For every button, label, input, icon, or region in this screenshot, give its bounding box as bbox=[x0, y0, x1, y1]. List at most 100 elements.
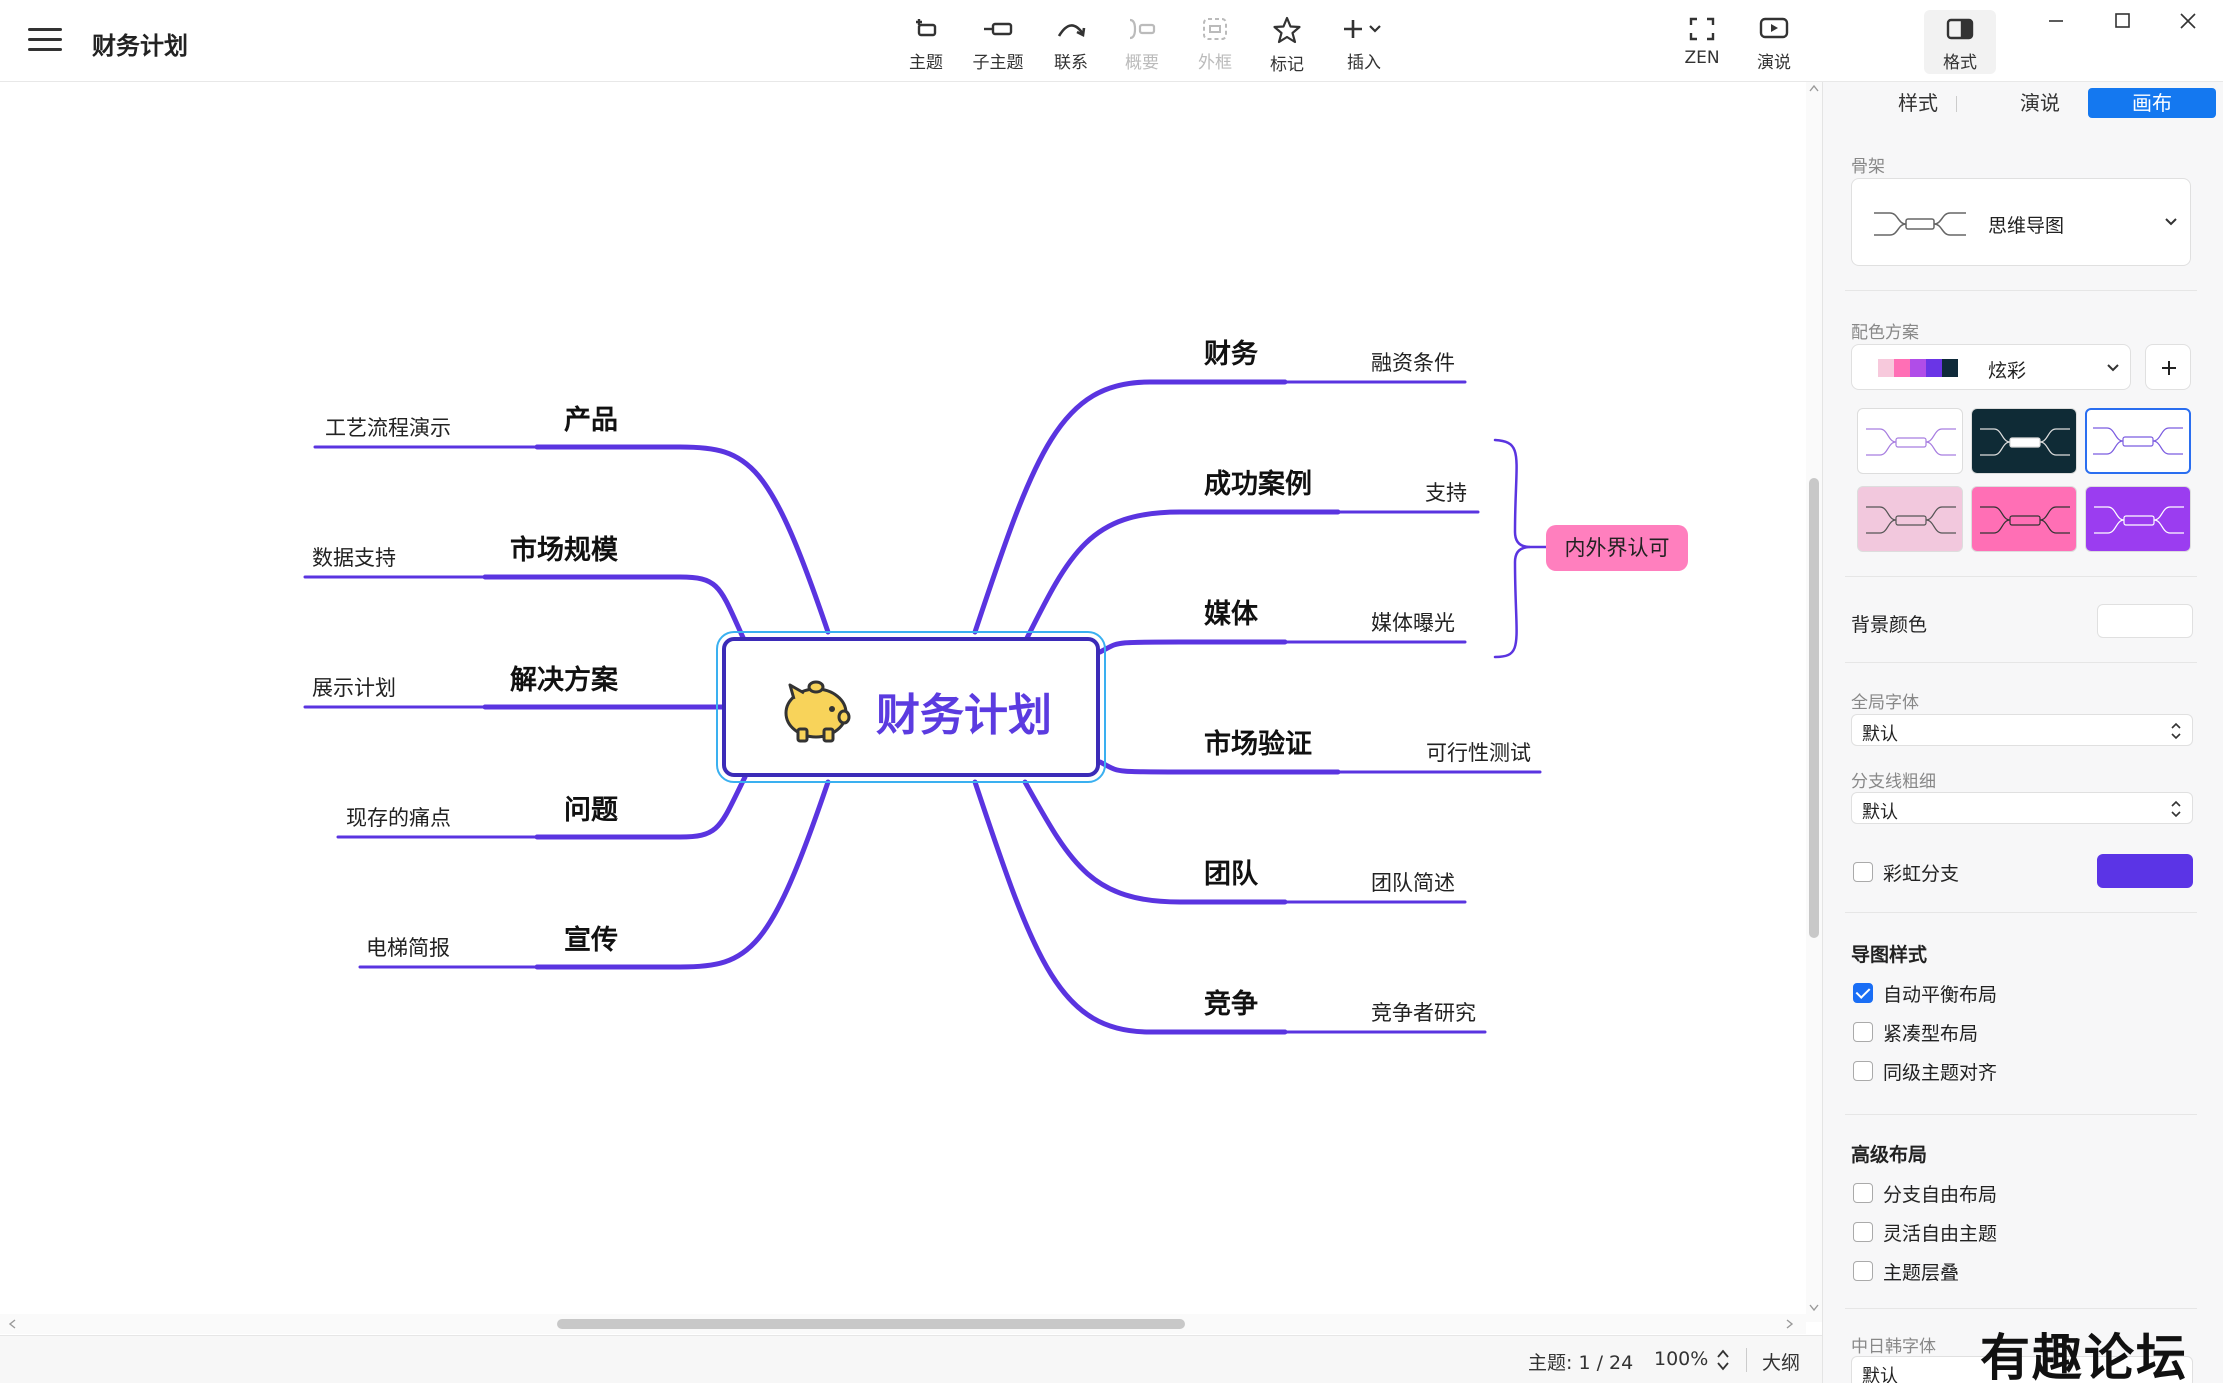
panel-toggle-icon bbox=[1946, 18, 1974, 40]
vertical-scroll-thumb[interactable] bbox=[1809, 478, 1819, 938]
topic-count: 主题: 1 / 24 bbox=[1528, 1352, 1634, 1374]
map-style-checkbox-2[interactable] bbox=[1853, 1061, 1873, 1081]
topic-shichang-guimo[interactable]: 市场规模 bbox=[510, 535, 618, 566]
color-scheme-selector[interactable]: 炫彩 bbox=[1851, 344, 2131, 390]
skeleton-selector[interactable]: 思维导图 bbox=[1851, 178, 2191, 266]
theme-card-dark[interactable] bbox=[1971, 408, 2077, 474]
section-divider bbox=[1845, 290, 2197, 291]
section-divider bbox=[1845, 576, 2197, 577]
scroll-left-icon bbox=[8, 1319, 16, 1329]
subtopic-kexingxing[interactable]: 可行性测试 bbox=[1426, 741, 1531, 765]
top-toolbar: 财务计划 主题 子主题 联系 概要 外框 标记 插入 bbox=[0, 0, 2223, 82]
hamburger-menu-icon[interactable] bbox=[28, 28, 62, 54]
marker-button[interactable]: 标记 bbox=[1249, 14, 1325, 75]
topic-tuandui[interactable]: 团队 bbox=[1204, 859, 1258, 890]
add-topic-button[interactable]: 主题 bbox=[888, 14, 964, 74]
zoom-level[interactable]: 100% bbox=[1654, 1348, 1709, 1370]
relationship-icon bbox=[1057, 24, 1086, 37]
minimize-window-button[interactable] bbox=[2034, 4, 2078, 38]
theme-card-light[interactable] bbox=[1857, 408, 1963, 474]
topic-shichang-yanzheng[interactable]: 市场验证 bbox=[1204, 729, 1312, 760]
close-window-button[interactable] bbox=[2166, 4, 2210, 38]
format-panel-button[interactable]: 格式 bbox=[1924, 10, 1996, 74]
scroll-right-icon bbox=[1786, 1319, 1794, 1329]
zoom-stepper-icon[interactable] bbox=[1716, 1348, 1730, 1372]
map-style-heading: 导图样式 bbox=[1851, 944, 1928, 966]
tab-style[interactable]: 样式 bbox=[1898, 91, 1938, 115]
cjk-font-value: 默认 bbox=[1862, 1366, 1898, 1383]
horizontal-scrollbar[interactable] bbox=[0, 1314, 1806, 1334]
branch-width-select[interactable]: 默认 bbox=[1851, 792, 2193, 824]
branch-line-xuanchuan bbox=[534, 779, 831, 970]
map-style-checkbox-0[interactable] bbox=[1853, 983, 1873, 1003]
maximize-window-button[interactable] bbox=[2100, 4, 2144, 38]
horizontal-scroll-thumb[interactable] bbox=[557, 1319, 1185, 1329]
central-topic-text: 财务计划 bbox=[876, 690, 1052, 741]
subtopic-rongzi[interactable]: 融资条件 bbox=[1371, 351, 1455, 375]
rainbow-branch-checkbox[interactable] bbox=[1853, 862, 1873, 882]
outline-button[interactable]: 大纲 bbox=[1762, 1352, 1801, 1374]
subtopic-meiti-baoguang[interactable]: 媒体曝光 bbox=[1371, 611, 1455, 635]
background-color-picker[interactable] bbox=[2097, 604, 2193, 638]
global-font-select[interactable]: 默认 bbox=[1851, 714, 2193, 746]
add-subtopic-button[interactable]: 子主题 bbox=[960, 14, 1036, 74]
advanced-layout-checkbox-1[interactable] bbox=[1853, 1222, 1873, 1242]
topic-jingzheng[interactable]: 竞争 bbox=[1204, 989, 1258, 1020]
color-swatch bbox=[1942, 359, 1958, 377]
subtopic-zhanshi[interactable]: 展示计划 bbox=[312, 676, 396, 700]
zen-mode-button[interactable]: ZEN bbox=[1664, 14, 1740, 74]
add-color-scheme-button[interactable] bbox=[2145, 344, 2191, 390]
cjk-font-select[interactable]: 默认 bbox=[1851, 1356, 2193, 1383]
theme-card-purple[interactable] bbox=[2085, 486, 2191, 552]
boundary-icon bbox=[1203, 18, 1227, 40]
topic-jiejue-fangan[interactable]: 解决方案 bbox=[510, 665, 618, 696]
topic-chanpin[interactable]: 产品 bbox=[564, 405, 618, 436]
branch-line-wenti bbox=[534, 774, 748, 840]
add-topic-label: 主题 bbox=[909, 53, 943, 73]
subtopic-gongyi[interactable]: 工艺流程演示 bbox=[325, 416, 451, 440]
vertical-scrollbar[interactable] bbox=[1806, 82, 1822, 1322]
map-style-checkbox-1[interactable] bbox=[1853, 1022, 1873, 1042]
tab-canvas[interactable]: 画布 bbox=[2088, 88, 2216, 118]
tab-present[interactable]: 演说 bbox=[2020, 91, 2060, 115]
present-button[interactable]: 演说 bbox=[1736, 14, 1812, 74]
advanced-layout-checkbox-2[interactable] bbox=[1853, 1261, 1873, 1281]
chevron-down-icon bbox=[2107, 364, 2119, 372]
summary-button[interactable]: 概要 bbox=[1104, 14, 1180, 74]
subtopic-dianti[interactable]: 电梯简报 bbox=[366, 936, 450, 960]
plus-icon bbox=[1344, 20, 1381, 38]
summary-topic[interactable]: 内外界认可 bbox=[1546, 525, 1688, 571]
theme-card-pink-light[interactable] bbox=[1857, 486, 1963, 552]
branch-line-shichangyanzheng bbox=[1097, 759, 1341, 775]
topic-caiwu[interactable]: 财务 bbox=[1204, 339, 1258, 370]
topic-chenggong-anli[interactable]: 成功案例 bbox=[1204, 469, 1312, 500]
boundary-button[interactable]: 外框 bbox=[1177, 14, 1253, 74]
theme-preview-icon bbox=[1866, 506, 1956, 534]
map-style-label-0: 自动平衡布局 bbox=[1883, 984, 1998, 1006]
topic-meiti[interactable]: 媒体 bbox=[1204, 599, 1258, 630]
topic-xuanchuan[interactable]: 宣传 bbox=[564, 925, 618, 956]
central-topic[interactable]: 财务计划 bbox=[716, 631, 1106, 783]
advanced-layout-heading: 高级布局 bbox=[1851, 1144, 1928, 1166]
subtopic-jingzhengzhe[interactable]: 竞争者研究 bbox=[1371, 1001, 1476, 1025]
theme-card-selected[interactable] bbox=[2085, 408, 2191, 474]
subtopic-zhichi[interactable]: 支持 bbox=[1425, 481, 1467, 505]
rainbow-color-picker[interactable] bbox=[2097, 854, 2193, 888]
insert-button[interactable]: 插入 bbox=[1326, 14, 1402, 74]
chevron-down-icon bbox=[2165, 218, 2177, 226]
summary-bracket bbox=[1493, 438, 1531, 659]
add-subtopic-label: 子主题 bbox=[972, 53, 1024, 73]
relationship-button[interactable]: 联系 bbox=[1033, 14, 1109, 74]
color-scheme-swatches bbox=[1878, 359, 1958, 377]
subtopic-tuandui-jianshu[interactable]: 团队简述 bbox=[1371, 871, 1455, 895]
maximize-icon bbox=[2115, 13, 2130, 28]
advanced-layout-checkbox-0[interactable] bbox=[1853, 1183, 1873, 1203]
marker-label: 标记 bbox=[1270, 55, 1304, 75]
branch-line-meiti bbox=[1097, 639, 1288, 655]
theme-card-pink[interactable] bbox=[1971, 486, 2077, 552]
color-scheme-value: 炫彩 bbox=[1988, 360, 2027, 382]
subtopic-shuju[interactable]: 数据支持 bbox=[312, 546, 396, 570]
mindmap-canvas[interactable]: 财务计划 财务 融资条件 成功案例 支持 媒体 媒体曝光 市场验证 可行性测试 … bbox=[0, 82, 1806, 1322]
subtopic-tongdian[interactable]: 现存的痛点 bbox=[346, 806, 451, 830]
topic-wenti[interactable]: 问题 bbox=[564, 795, 618, 826]
